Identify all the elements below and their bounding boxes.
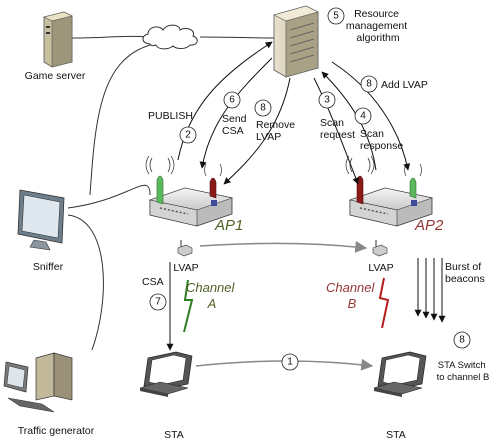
label-line: Remove [256,119,295,131]
label-line: management [346,20,407,32]
ap2-label: AP2 [414,217,444,234]
label-line: STA Switch [438,360,486,371]
traffic-generator-label: Traffic generator [18,425,95,437]
ap2-router-icon [348,187,434,227]
lvap1-icon [177,240,193,257]
label-line: Resource [354,8,399,20]
step-8-switch-number: 8 [459,335,465,346]
label-line: algorithm [356,32,399,44]
lvap-migration-arrow [199,240,368,253]
label-line: A [207,296,217,311]
step-8-add-marker: 8 [360,75,378,93]
remove-lvap-label: Remove LVAP [256,119,298,143]
step-2-number: 2 [185,130,191,141]
label-line: Scan [320,117,344,129]
game-server-icon [43,11,73,68]
scan-request-arrow [313,77,360,185]
resource-manager-label: Resource management algorithm [346,8,410,44]
label-line: B [348,296,357,311]
burst-of-beacons-label: Burst of beacons [445,261,485,285]
sta2-laptop-icon [373,351,427,397]
step-8-remove-number: 8 [260,103,266,114]
step-6-marker: 6 [223,91,241,109]
ap1-label: AP1 [214,217,243,234]
channel-b-lightning [378,277,390,329]
remove-lvap-arrow [223,77,291,185]
resource-server-icon [273,5,319,78]
label-line: Channel [326,280,376,295]
step-1-number: 1 [287,357,293,368]
label-line: beacons [445,273,485,285]
step-7-number: 7 [155,297,161,308]
step-4-number: 4 [360,111,366,122]
beacon-burst-arrows [414,258,446,323]
sta1-laptop-icon [139,351,193,397]
sta-switch-label: STA Switch to channel B [437,360,490,383]
step-7-marker: 7 [149,293,167,311]
sta2-label: STA [386,429,406,441]
step-6-number: 6 [229,95,235,106]
label-line: CSA [222,125,244,137]
step-5-number: 5 [333,11,339,22]
label-line: Burst of [445,261,481,273]
step-5-marker: 5 [327,7,345,25]
add-lvap-label: Add LVAP [381,79,428,91]
step-1-marker: 1 [281,353,299,371]
step-3-number: 3 [324,95,330,106]
sniffer-monitor-icon [17,189,65,251]
step-8-switch-marker: 8 [453,331,471,349]
publish-label: PUBLISH [148,110,193,122]
label-line: request [320,129,355,141]
network-wires [67,35,275,351]
lvap1-label: LVAP [173,262,198,274]
label-line: to channel B [437,372,490,383]
sta1-label: STA [164,429,184,441]
label-line: Channel [186,280,236,295]
label-line: response [360,140,403,152]
channel-b-label: Channel B [326,280,378,311]
scan-response-label: Scan response [360,128,403,152]
label-line: LVAP [256,131,281,143]
ap1-green-antenna [145,155,175,205]
game-server-label: Game server [25,70,86,82]
label-line: Send [222,113,247,125]
lvap2-icon [372,240,388,257]
csa-label: CSA [142,276,164,288]
traffic-generator-pc-icon [3,352,73,413]
channel-a-lightning [183,279,194,333]
add-lvap-arrow [331,61,411,171]
step-4-marker: 4 [354,107,372,125]
step-3-marker: 3 [318,91,336,109]
sniffer-label: Sniffer [33,261,64,273]
step-8-remove-marker: 8 [254,99,272,117]
scan-request-label: Scan request [320,117,355,141]
channel-a-label: Channel A [186,280,238,311]
label-line: Scan [360,128,384,140]
ap1-router-icon [148,187,234,227]
cloud-icon [142,24,198,50]
lvap2-label: LVAP [368,262,393,274]
step-8-add-number: 8 [366,79,372,90]
ap1-red-antenna [204,163,222,199]
send-csa-label: Send CSA [222,113,249,137]
step-2-marker: 2 [179,126,197,144]
